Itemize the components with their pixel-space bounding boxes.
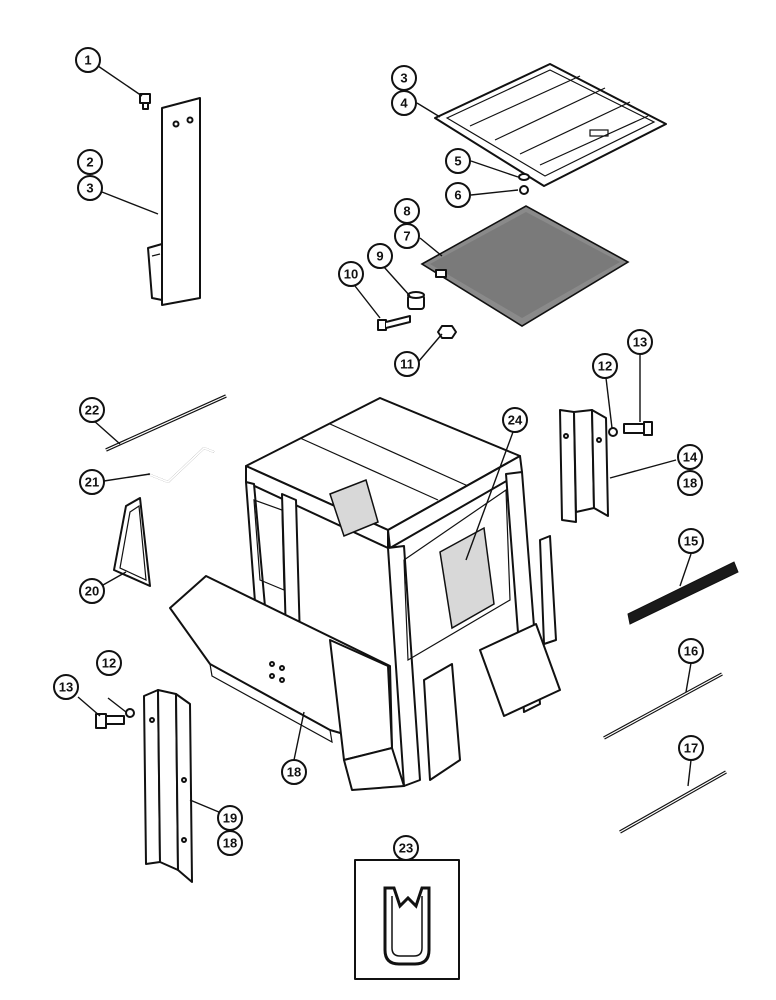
part-window-glass: [113, 497, 151, 587]
svg-text:5: 5: [454, 154, 461, 169]
callout-20: 20: [79, 578, 105, 604]
part-bolt-washer-left: [95, 708, 135, 729]
callout-19: 19: [217, 805, 243, 831]
svg-text:11: 11: [400, 357, 414, 372]
callout-23: 23: [393, 835, 419, 861]
part-roof-frame: [434, 63, 667, 187]
svg-text:7: 7: [403, 229, 410, 244]
part-bolt-washer-right: [608, 421, 653, 437]
part-rod-17: [619, 770, 727, 834]
callout-22: 22: [79, 397, 105, 423]
svg-text:2: 2: [86, 155, 93, 170]
callout-7: 7: [394, 223, 420, 249]
callout-18: 18: [677, 470, 703, 496]
part-washer-nut: [518, 173, 530, 195]
svg-text:12: 12: [102, 656, 116, 671]
callout-24: 24: [502, 407, 528, 433]
part-bent-rod-21: [147, 446, 215, 484]
callout-3: 3: [391, 65, 417, 91]
svg-text:12: 12: [598, 359, 612, 374]
svg-text:22: 22: [85, 403, 99, 418]
svg-text:13: 13: [59, 680, 73, 695]
svg-text:17: 17: [684, 741, 698, 756]
part-rod-16: [603, 672, 723, 740]
callout-13: 13: [627, 329, 653, 355]
svg-text:18: 18: [683, 476, 697, 491]
part-bracket-right: [559, 409, 609, 523]
svg-text:15: 15: [684, 534, 698, 549]
callout-13: 13: [53, 674, 79, 700]
callout-12: 12: [592, 353, 618, 379]
svg-text:13: 13: [633, 335, 647, 350]
part-nut-11: [437, 325, 457, 339]
svg-text:3: 3: [400, 71, 407, 86]
svg-text:14: 14: [683, 450, 698, 465]
svg-text:19: 19: [223, 811, 237, 826]
part-headliner-panel: [420, 205, 630, 327]
svg-text:1: 1: [84, 53, 91, 68]
svg-text:16: 16: [684, 644, 698, 659]
callout-10: 10: [338, 261, 364, 287]
callout-8: 8: [394, 198, 420, 224]
svg-text:9: 9: [376, 249, 383, 264]
svg-text:23: 23: [399, 841, 413, 856]
part-cab-body: [169, 397, 561, 791]
callout-17: 17: [678, 735, 704, 761]
callouts: 1 2 3 3 4 5 6 7 8 9 10 11 12 12 13 13 14…: [53, 47, 704, 861]
part-seal-inset: [354, 859, 460, 980]
callout-5: 5: [445, 148, 471, 174]
part-vertical-panel: [147, 97, 201, 306]
svg-text:18: 18: [287, 765, 301, 780]
svg-text:6: 6: [454, 188, 461, 203]
callout-15: 15: [678, 528, 704, 554]
svg-text:8: 8: [403, 204, 410, 219]
leader-lines: [77, 65, 692, 816]
callout-18: 18: [281, 759, 307, 785]
callout-2: 2: [77, 149, 103, 175]
callout-1: 1: [75, 47, 101, 73]
part-bracket-left: [143, 689, 193, 883]
svg-text:18: 18: [223, 836, 237, 851]
part-trim-rod-22: [105, 394, 227, 452]
part-spacer: [407, 291, 425, 310]
callout-18: 18: [217, 830, 243, 856]
callout-11: 11: [394, 351, 420, 377]
svg-text:4: 4: [400, 96, 408, 111]
callout-6: 6: [445, 182, 471, 208]
svg-text:21: 21: [85, 475, 99, 490]
callout-4: 4: [391, 90, 417, 116]
callout-9: 9: [367, 243, 393, 269]
svg-text:24: 24: [508, 413, 523, 428]
callout-3: 3: [77, 175, 103, 201]
part-bolt-1: [139, 93, 151, 110]
svg-text:20: 20: [85, 584, 99, 599]
part-bolt-10: [377, 315, 411, 331]
svg-text:3: 3: [86, 181, 93, 196]
callout-14: 14: [677, 444, 703, 470]
part-seal-strip: [627, 561, 739, 625]
callout-16: 16: [678, 638, 704, 664]
svg-text:10: 10: [344, 267, 358, 282]
callout-12: 12: [96, 650, 122, 676]
callout-21: 21: [79, 469, 105, 495]
